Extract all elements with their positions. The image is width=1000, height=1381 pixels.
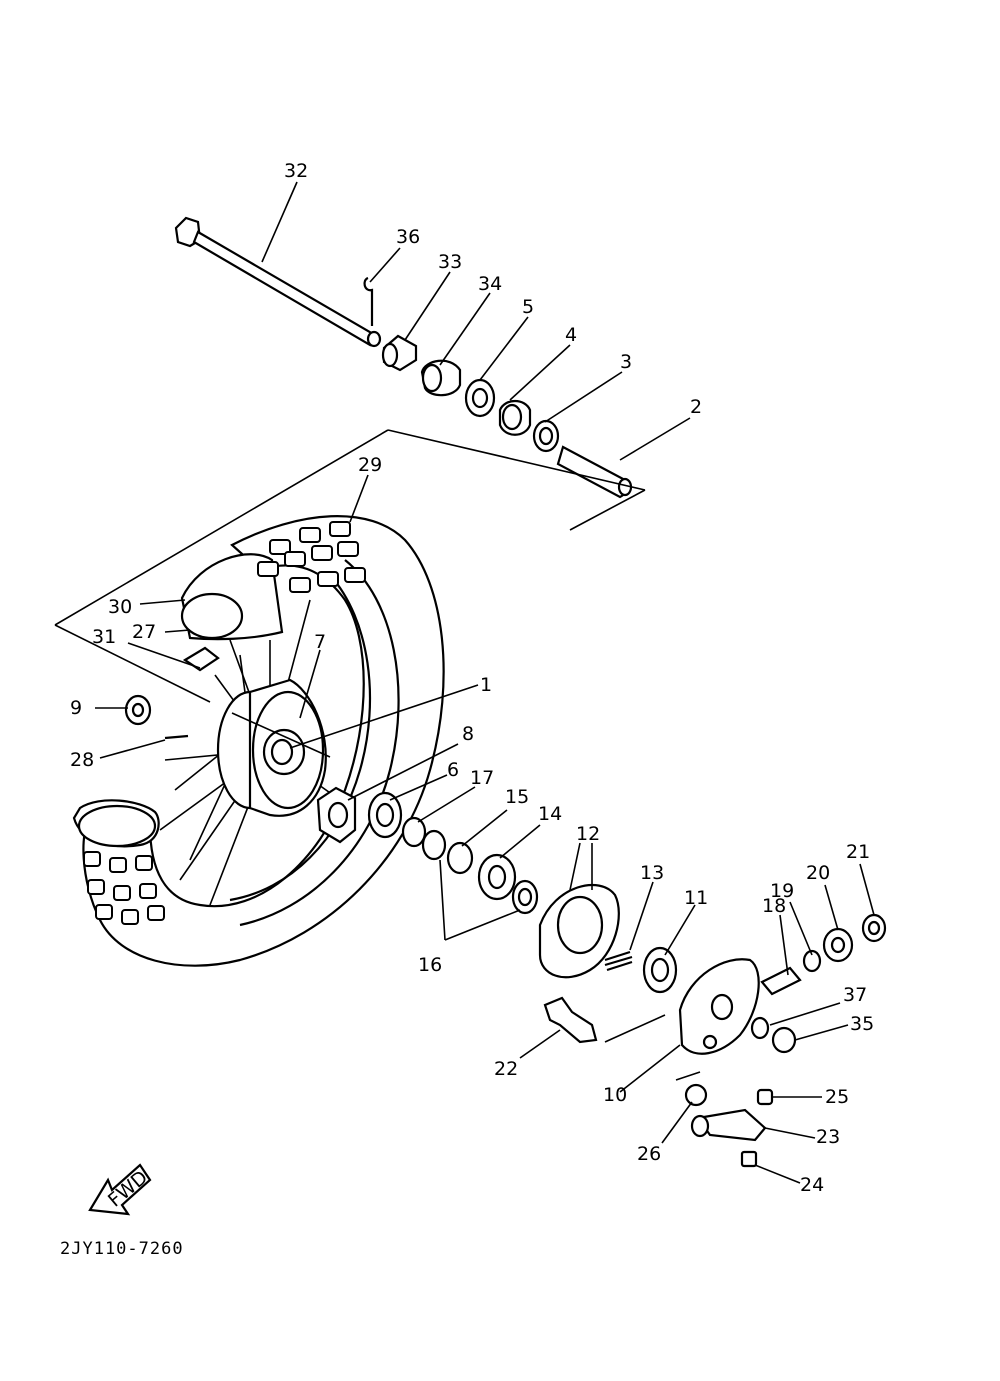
callout-24: 24 [800,1174,824,1196]
callout-23: 23 [816,1126,840,1148]
callout-12: 12 [576,823,600,845]
callout-31: 31 [92,626,116,648]
fwd-arrow: FWD [88,1163,152,1216]
leader-lines [95,181,875,1184]
callout-3: 3 [620,351,632,373]
callout-10: 10 [603,1084,627,1106]
callout-13: 13 [640,862,664,884]
callout-28: 28 [70,749,94,771]
axle-assembly [174,216,633,499]
callout-29: 29 [358,454,382,476]
drawing-code: 2JY110-7260 [60,1239,184,1259]
callout-26: 26 [637,1143,661,1165]
callout-5: 5 [522,296,534,318]
callout-14: 14 [538,803,562,825]
callout-17: 17 [470,767,494,789]
callout-27: 27 [132,621,156,643]
callout-6: 6 [447,759,459,781]
callout-18: 18 [762,895,786,917]
callout-15: 15 [505,786,529,808]
callout-1: 1 [480,674,492,696]
callout-20: 20 [806,862,830,884]
callout-22: 22 [494,1058,518,1080]
callout-21: 21 [846,841,870,863]
tire [72,515,445,967]
callout-33: 33 [438,251,462,273]
callout-11: 11 [684,887,708,909]
callout-4: 4 [565,324,577,346]
callout-30: 30 [108,596,132,618]
callout-37: 37 [843,984,867,1006]
callout-32: 32 [284,160,308,182]
callout-34: 34 [478,273,502,295]
callout-labels: 32 36 33 34 5 4 3 2 29 30 27 31 7 1 9 8 … [70,160,874,1196]
callout-2: 2 [690,396,702,418]
wheel-hub [216,678,327,817]
callout-9: 9 [70,697,82,719]
callout-8: 8 [462,723,474,745]
group-lines [54,429,646,758]
callout-25: 25 [825,1086,849,1108]
callout-35: 35 [850,1013,874,1035]
callout-16: 16 [418,954,442,976]
hub-side-parts [124,694,887,1168]
callout-7: 7 [314,631,326,653]
callout-19: 19 [770,880,794,902]
callout-36: 36 [396,226,420,248]
tread-blocks [83,521,366,925]
